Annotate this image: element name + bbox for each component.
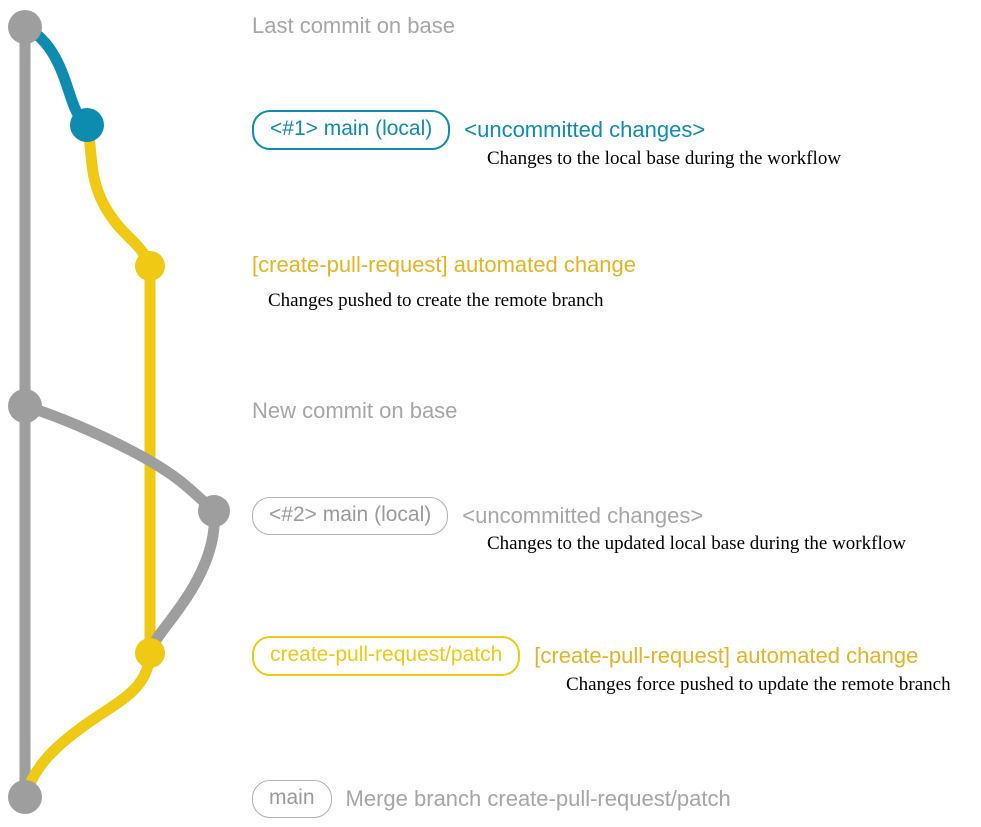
commit-node-base-2 xyxy=(8,389,42,423)
edge-local2-to-patch2 xyxy=(144,505,220,659)
heading-patch-1: [create-pull-request] automated change xyxy=(252,252,637,277)
branch-pill-local-2[interactable]: <#2> main (local) xyxy=(252,497,449,535)
commit-node-base-1 xyxy=(8,10,42,44)
commit-node-local-2 xyxy=(198,495,230,527)
commit-nodes xyxy=(8,10,230,814)
git-graph xyxy=(8,10,230,814)
commit-message-local-1: <uncommitted changes> xyxy=(464,117,706,142)
commit-message-local-2: <uncommitted changes> xyxy=(462,503,704,528)
edge-patch2-to-merge xyxy=(19,647,156,803)
row-patch-2: create-pull-request/patch [create-pull-r… xyxy=(252,636,918,676)
edge-base2-to-local2 xyxy=(19,400,220,517)
branch-pill-main[interactable]: main xyxy=(252,780,332,818)
commit-message-patch-2: [create-pull-request] automated change xyxy=(534,643,919,668)
row-local-2: <#2> main (local) <uncommitted changes> xyxy=(252,497,703,535)
description-local-2: Changes to the updated local base during… xyxy=(487,533,906,554)
description-local-1: Changes to the local base during the wor… xyxy=(487,148,842,169)
row-merge: main Merge branch create-pull-request/pa… xyxy=(252,780,731,818)
row-new-commit-on-base: New commit on base xyxy=(252,398,457,424)
branch-pill-create-pull-request-patch[interactable]: create-pull-request/patch xyxy=(252,636,521,676)
heading-new-commit-on-base: New commit on base xyxy=(252,398,458,423)
commit-node-local-1 xyxy=(70,108,104,142)
row-patch-1: [create-pull-request] automated change xyxy=(252,252,636,278)
description-patch-1: Changes pushed to create the remote bran… xyxy=(268,290,604,311)
commit-message-merge: Merge branch create-pull-request/patch xyxy=(345,786,731,811)
edge-local1-to-patch1 xyxy=(81,119,156,272)
commit-node-merge xyxy=(8,780,42,814)
edge-base1-to-local1 xyxy=(19,21,93,131)
branch-pill-local-1[interactable]: <#1> main (local) xyxy=(252,110,451,150)
commit-node-patch-1 xyxy=(135,251,165,281)
row-local-1: <#1> main (local) <uncommitted changes> xyxy=(252,110,705,150)
row-last-commit-on-base: Last commit on base xyxy=(252,13,455,39)
commit-node-patch-2 xyxy=(135,638,165,668)
heading-last-commit-on-base: Last commit on base xyxy=(252,13,455,38)
description-patch-2: Changes force pushed to update the remot… xyxy=(566,674,951,695)
